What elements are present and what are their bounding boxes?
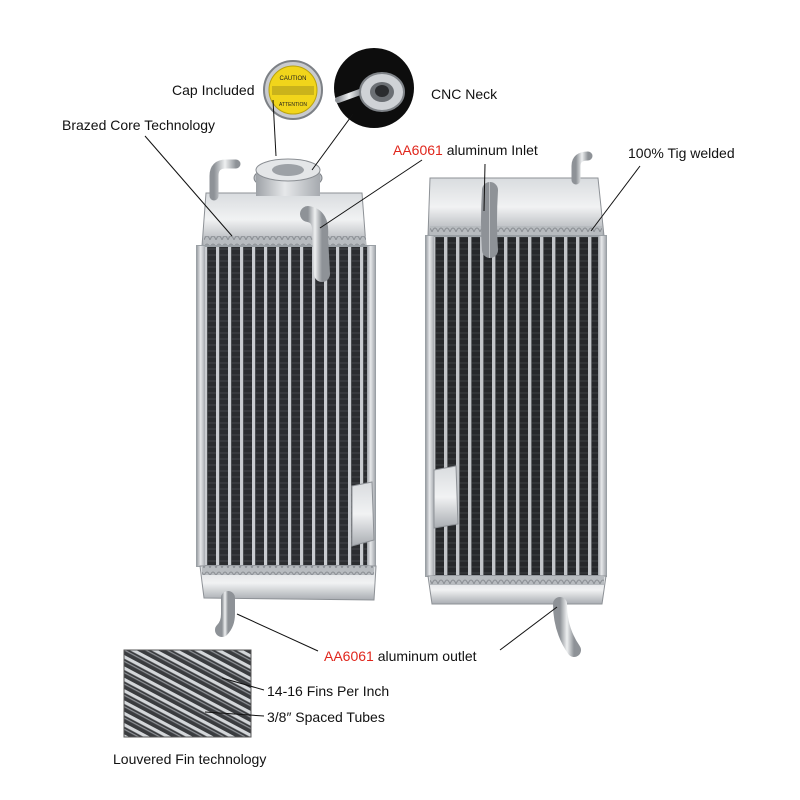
outlet-label: AA6061 aluminum outlet — [324, 648, 477, 664]
cap-attention-text: ATTENTION — [279, 102, 307, 108]
left-radiator — [196, 158, 377, 637]
callout-lines — [144, 99, 641, 717]
cnc-neck-closeup — [334, 48, 414, 128]
spaced-tubes-label: 3/8″ Spaced Tubes — [267, 709, 385, 725]
inlet-label: AA6061 aluminum Inlet — [393, 142, 538, 158]
inlet-label-text: aluminum Inlet — [442, 142, 538, 158]
louvered-fin-label: Louvered Fin technology — [113, 751, 267, 767]
louvered-fin-closeup — [123, 649, 252, 738]
cap-caution-text: CAUTION — [280, 76, 307, 82]
right-radiator — [425, 151, 607, 657]
brazed-core-label: Brazed Core Technology — [62, 117, 216, 133]
cap-included-label: Cap Included — [172, 82, 255, 98]
tig-welded-label: 100% Tig welded — [628, 145, 735, 161]
cnc-neck-label: CNC Neck — [431, 86, 498, 102]
outlet-label-code: AA6061 — [324, 648, 374, 664]
fins-per-inch-label: 14-16 Fins Per Inch — [267, 683, 390, 699]
outlet-label-text: aluminum outlet — [373, 648, 477, 664]
inlet-label-code: AA6061 — [393, 142, 443, 158]
radiator-cap-closeup: CAUTION ATTENTION — [263, 60, 323, 120]
